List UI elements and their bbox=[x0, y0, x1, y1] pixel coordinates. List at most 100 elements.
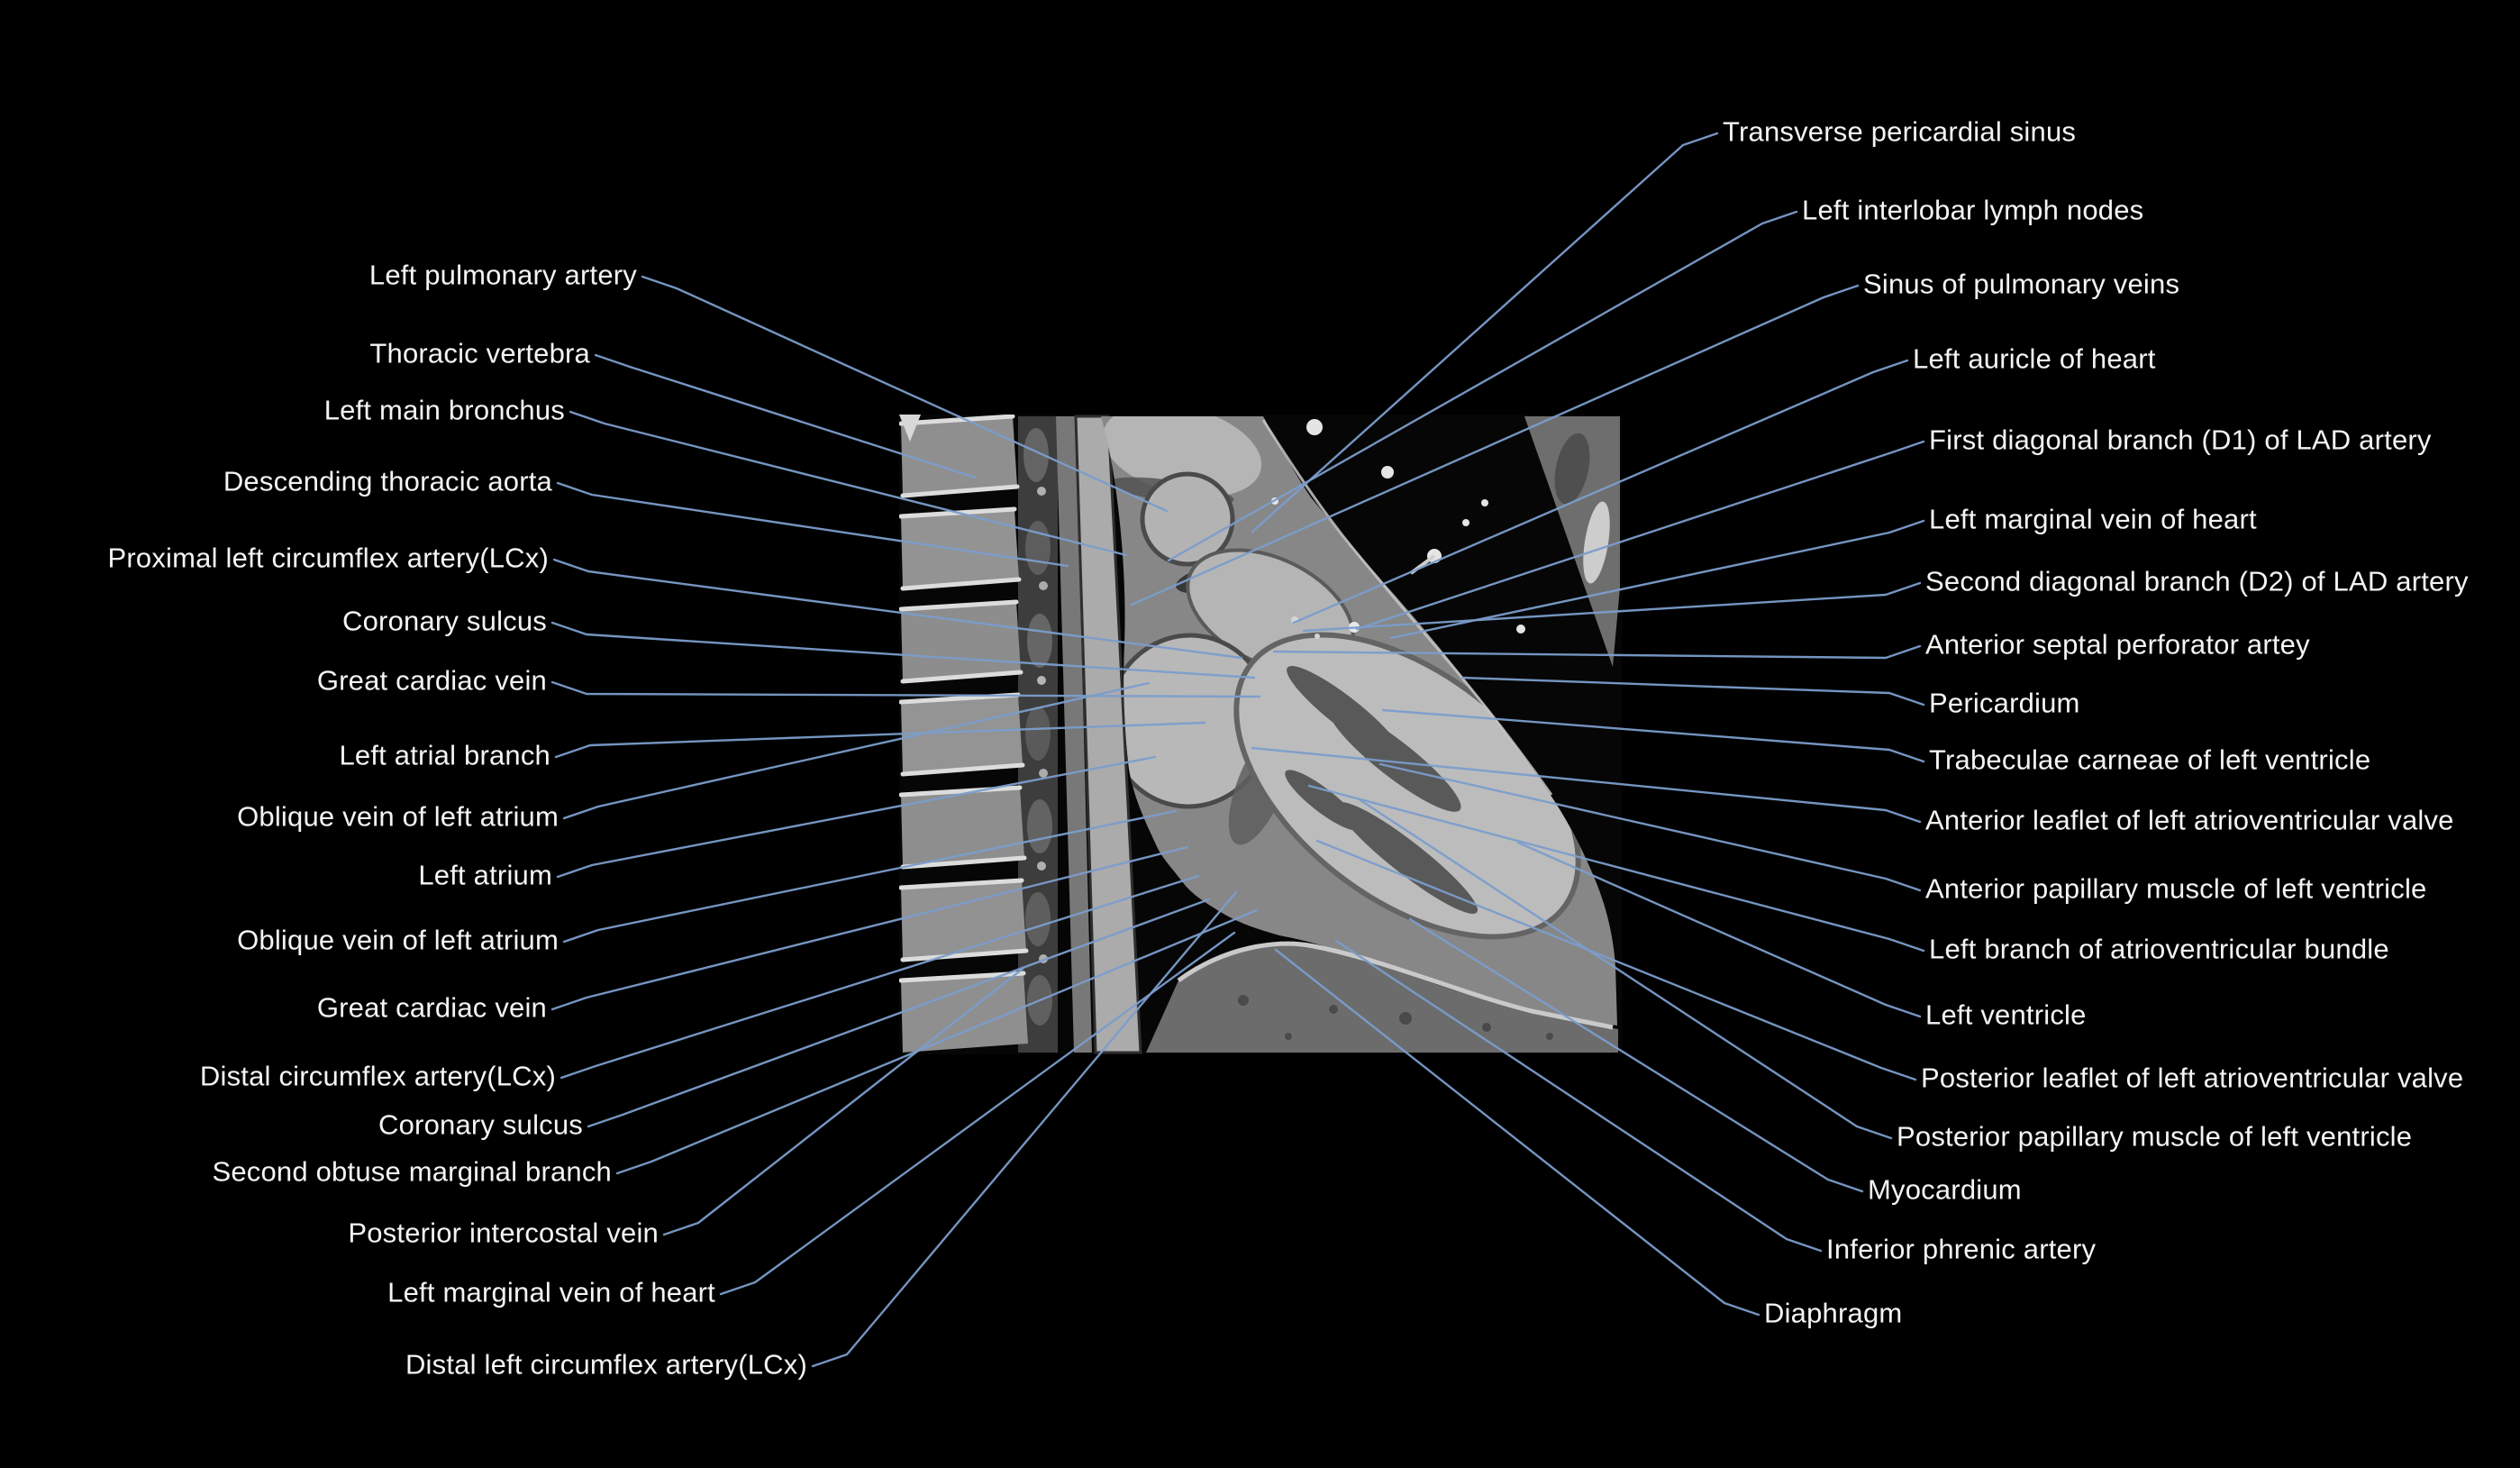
leader-line-right-4 bbox=[1355, 440, 1925, 631]
vertebra bbox=[901, 973, 1028, 1053]
leader-line-right-3 bbox=[1292, 359, 1909, 625]
leader-line-left-10 bbox=[562, 809, 1178, 944]
leader-line-right-6 bbox=[1302, 581, 1922, 633]
anatomy-label-left-8: Oblique vein of left atrium bbox=[237, 800, 559, 833]
facet-joint bbox=[1039, 769, 1048, 778]
ct-diaphragm-liver bbox=[1146, 941, 1618, 1053]
leader-line-right-9 bbox=[1381, 708, 1925, 763]
posterior-element bbox=[1025, 892, 1051, 946]
anatomy-label-right-2: Sinus of pulmonary veins bbox=[1863, 268, 2180, 300]
anatomy-label-right-16: Myocardium bbox=[1868, 1173, 2022, 1206]
facet-joint bbox=[1037, 676, 1046, 685]
vertebra bbox=[901, 788, 1024, 867]
anatomy-label-left-1: Thoracic vertebra bbox=[369, 337, 590, 369]
ct-esophagus bbox=[1056, 416, 1092, 1053]
leader-line-left-3 bbox=[556, 481, 1069, 568]
chest-wall-shadow bbox=[1554, 433, 1590, 505]
anatomy-label-right-11: Anterior papillary muscle of left ventri… bbox=[1925, 872, 2427, 905]
ct-heart-internals bbox=[1102, 416, 1581, 940]
anatomy-label-right-18: Diaphragm bbox=[1764, 1297, 1903, 1329]
leader-line-right-5 bbox=[1389, 519, 1925, 640]
leader-line-right-12 bbox=[1307, 784, 1925, 953]
leader-line-right-1 bbox=[1167, 210, 1798, 562]
ct-image bbox=[899, 415, 1622, 1054]
leader-line-right-7 bbox=[1272, 644, 1922, 660]
vertebra bbox=[901, 602, 1021, 681]
leader-line-left-14 bbox=[615, 908, 1259, 1175]
ct-trabeculae-papillary-muscles bbox=[1285, 665, 1478, 914]
anatomy-label-right-1: Left interlobar lymph nodes bbox=[1802, 194, 2144, 226]
leader-line-left-5 bbox=[550, 621, 1256, 679]
anatomy-label-right-0: Transverse pericardial sinus bbox=[1723, 115, 2077, 148]
leader-line-right-8 bbox=[1460, 676, 1925, 707]
leader-line-right-18 bbox=[1274, 948, 1760, 1317]
anatomy-label-right-14: Posterior leaflet of left atrioventricul… bbox=[1921, 1062, 2464, 1094]
diaphragm-bright-line bbox=[1177, 941, 1614, 1030]
posterior-element bbox=[1023, 428, 1049, 482]
leader-line-right-17 bbox=[1334, 939, 1823, 1253]
leader-line-left-2 bbox=[569, 410, 1128, 557]
anatomy-label-right-5: Left marginal vein of heart bbox=[1929, 503, 2257, 535]
chest-wall bbox=[1524, 416, 1620, 667]
ct-lung-vessel-dots bbox=[1271, 419, 1525, 634]
ct-pulmonary-trunk bbox=[1102, 416, 1262, 497]
anatomy-label-right-6: Second diagonal branch (D2) of LAD arter… bbox=[1925, 565, 2469, 597]
facet-joint bbox=[1037, 862, 1046, 871]
anatomy-label-left-11: Great cardiac vein bbox=[316, 991, 547, 1024]
leader-line-right-16 bbox=[1408, 917, 1864, 1193]
anatomy-label-right-17: Inferior phrenic artery bbox=[1826, 1233, 2097, 1265]
ct-chest-wall-wedge bbox=[1524, 416, 1620, 667]
anatomy-label-left-14: Second obtuse marginal branch bbox=[212, 1155, 612, 1188]
anatomy-label-left-6: Great cardiac vein bbox=[316, 664, 547, 697]
anatomy-label-left-5: Coronary sulcus bbox=[342, 605, 547, 637]
anatomy-label-left-4: Proximal left circumflex artery(LCx) bbox=[107, 542, 549, 574]
liver-mass bbox=[1146, 942, 1618, 1053]
leader-line-left-15 bbox=[662, 967, 1024, 1236]
anatomy-label-left-9: Left atrium bbox=[418, 859, 552, 891]
rib-bright-streak bbox=[1583, 501, 1610, 584]
leader-line-left-1 bbox=[594, 353, 978, 479]
anatomy-label-right-9: Trabeculae carneae of left ventricle bbox=[1929, 743, 2371, 776]
anatomy-label-left-10: Oblique vein of left atrium bbox=[237, 924, 559, 956]
leader-line-left-13 bbox=[587, 898, 1211, 1128]
anatomy-label-left-7: Left atrial branch bbox=[339, 739, 550, 771]
posterior-element bbox=[1027, 799, 1052, 853]
leader-line-right-14 bbox=[1315, 839, 1917, 1081]
anatomy-label-left-2: Left main bronchus bbox=[323, 394, 565, 426]
posterior-element bbox=[1025, 707, 1051, 761]
vertebra bbox=[901, 695, 1023, 774]
anatomy-label-right-12: Left branch of atrioventricular bundle bbox=[1929, 933, 2389, 965]
anatomy-label-left-16: Left marginal vein of heart bbox=[387, 1276, 715, 1308]
anatomy-label-right-7: Anterior septal perforator artey bbox=[1925, 628, 2310, 661]
posterior-element bbox=[1027, 614, 1052, 668]
anatomy-label-left-12: Distal circumflex artery(LCx) bbox=[199, 1060, 556, 1092]
anatomy-label-right-3: Left auricle of heart bbox=[1913, 342, 2156, 375]
anatomy-label-left-15: Posterior intercostal vein bbox=[348, 1217, 659, 1249]
posterior-element bbox=[1025, 521, 1051, 575]
leader-line-left-8 bbox=[562, 681, 1151, 820]
anatomy-label-right-4: First diagonal branch (D1) of LAD artery bbox=[1929, 424, 2432, 456]
facet-joint bbox=[1039, 581, 1048, 590]
vertebra bbox=[901, 416, 1017, 496]
liver-texture bbox=[1238, 995, 1553, 1040]
bone-fragment bbox=[899, 415, 921, 442]
leader-line-right-2 bbox=[1130, 284, 1860, 606]
anatomy-label-left-0: Left pulmonary artery bbox=[368, 259, 637, 291]
facet-joint bbox=[1037, 487, 1046, 496]
anatomy-label-right-8: Pericardium bbox=[1929, 687, 2080, 719]
anatomy-label-right-13: Left ventricle bbox=[1925, 998, 2087, 1031]
leader-line-right-13 bbox=[1516, 841, 1922, 1018]
leader-line-left-9 bbox=[556, 755, 1157, 879]
ct-descending-aorta bbox=[1074, 415, 1142, 1054]
anatomy-label-left-17: Distal left circumflex artery(LCx) bbox=[405, 1348, 807, 1381]
leader-line-left-11 bbox=[550, 845, 1189, 1011]
leader-line-right-10 bbox=[1251, 746, 1922, 824]
anatomy-label-left-3: Descending thoracic aorta bbox=[223, 465, 552, 497]
leader-line-left-17 bbox=[811, 890, 1238, 1368]
leader-line-right-0 bbox=[1251, 132, 1719, 533]
ct-coronary-branch-dot bbox=[1315, 634, 1320, 639]
leader-line-right-15 bbox=[1359, 798, 1893, 1140]
leader-line-left-12 bbox=[559, 874, 1200, 1080]
leader-line-left-0 bbox=[641, 275, 1169, 513]
